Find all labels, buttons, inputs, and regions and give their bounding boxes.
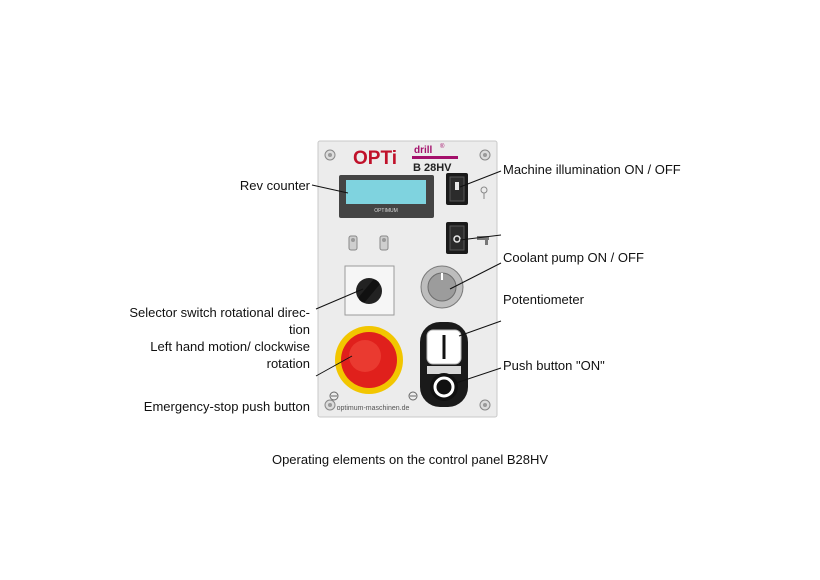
illumination-switch[interactable] [446,173,468,205]
label-potentiometer: Potentiometer [503,292,584,307]
label-coolant-pump: Coolant pump ON / OFF [503,250,644,265]
brand-underline [412,156,458,159]
label-selector-line3: Left hand motion/ clockwise [150,339,310,354]
display-brand-text: OPTIMUM [374,208,398,214]
leader-push-button-on [455,367,502,384]
leader-selector [315,288,364,310]
rev-counter-display [346,180,426,204]
push-button-assembly[interactable] [420,322,468,407]
fuse-holder-icon [379,235,389,251]
lamp-icon [480,186,488,199]
screw-icon [324,149,336,161]
label-push-button-on: Push button "ON" [503,358,605,373]
website-text: optimum-maschinen.de [337,405,410,412]
label-emergency-stop: Emergency-stop push button [143,399,310,414]
leader-illumination [459,170,502,188]
model-number: B 28HV [413,162,452,174]
coolant-tap-icon [477,236,489,245]
figure-caption: Operating elements on the control panel … [271,452,549,467]
label-selector-line2: tion [289,322,310,337]
brand-registered: ® [440,143,445,150]
screw-icon [479,399,491,411]
screw-icon [479,149,491,161]
selector-switch[interactable] [344,265,395,316]
leader-rev-counter [311,184,349,194]
fuse-holder-icon [348,235,358,251]
leader-estop [315,355,353,377]
brand-logo: OPTi [353,148,397,169]
leader-coolant [459,234,502,241]
earth-icon [408,391,418,401]
coolant-switch[interactable] [446,222,468,254]
label-selector-line1: Selector switch rotational direc- [129,305,310,320]
leader-push-button [458,320,502,337]
brand-model-word: drill [414,145,433,156]
label-rev-counter: Rev counter [239,178,310,193]
label-machine-illumination: Machine illumination ON / OFF [503,162,681,177]
potentiometer-knob[interactable] [420,265,464,309]
screw-icon [324,399,336,411]
label-selector-line4: rotation [266,356,310,371]
emergency-stop-button[interactable] [335,326,403,394]
leader-potentiometer [449,262,502,290]
earth-icon [329,391,339,401]
